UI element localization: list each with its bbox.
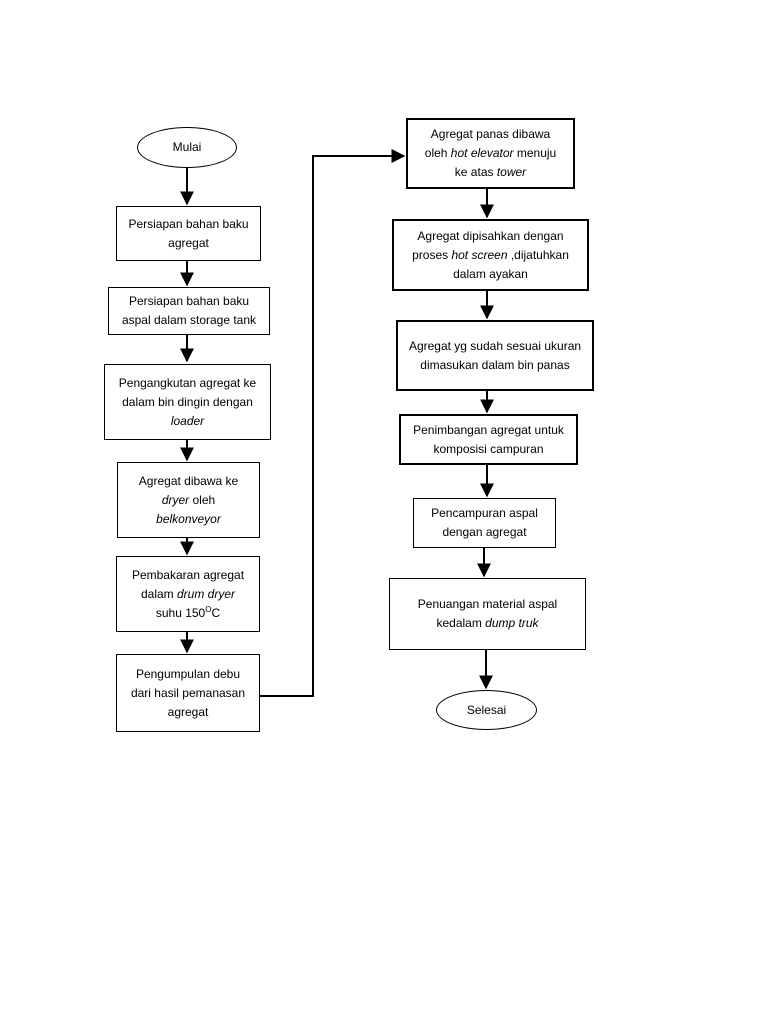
step-text: komposisi campuran [433, 441, 544, 456]
step-text: dalam bin dingin dengan [122, 394, 253, 409]
step-bin-panas: Agregat yg sudah sesuai ukuran dimasukan… [396, 320, 594, 391]
step-penimbangan: Penimbangan agregat untuk komposisi camp… [399, 414, 578, 465]
step-pengangkutan: Pengangkutan agregat ke dalam bin dingin… [104, 364, 271, 440]
step-text: aspal dalam storage tank [121, 313, 257, 327]
step-penuangan: Penuangan material aspal kedalam dump tr… [389, 578, 586, 650]
end-label: Selesai [466, 702, 507, 717]
step-text: Pengumpulan debu [135, 666, 241, 681]
step-text: Agregat panas dibawa [430, 127, 551, 141]
step-hot-elevator: Agregat panas dibawa oleh hot elevator m… [406, 118, 575, 189]
step-text: Agregat dipisahkan dengan [417, 228, 564, 243]
step-text: suhu 150 [155, 605, 206, 620]
step-text: oleh [189, 492, 216, 507]
step-text: loader [170, 413, 205, 428]
step-text: Agregat dibawa ke [138, 473, 239, 488]
arrow-pengumpulan-to-hot-elevator [260, 149, 406, 697]
step-dibawa-dryer: Agregat dibawa ke dryer oleh belkonveyor [117, 462, 260, 538]
step-text: belkonveyor [156, 511, 221, 526]
step-text: dump truk [485, 616, 539, 630]
step-text: kedalam [436, 616, 486, 630]
step-text: C [211, 605, 221, 620]
step-text: menuju [513, 146, 557, 160]
step-text: proses [412, 247, 452, 262]
step-text: ke atas [454, 165, 497, 179]
step-text: dryer [161, 492, 190, 507]
step-hot-screen: Agregat dipisahkan dengan proses hot scr… [392, 219, 589, 291]
step-text: Persiapan bahan baku [128, 294, 250, 308]
step-pengumpulan: Pengumpulan debu dari hasil pemanasan ag… [116, 654, 260, 732]
step-pembakaran: Pembakaran agregat dalam drum dryer suhu… [116, 556, 260, 632]
step-text: dari hasil pemanasan [130, 685, 246, 700]
step-text: Agregat yg sudah sesuai ukuran [408, 338, 582, 353]
step-text: dengan agregat [442, 525, 527, 539]
end-node: Selesai [436, 690, 537, 730]
step-text: oleh [424, 146, 451, 160]
start-node: Mulai [137, 127, 237, 168]
step-text: Penuangan material aspal [417, 597, 558, 611]
step-text: dalam ayakan [453, 266, 528, 281]
step-text: Pengangkutan agregat ke [118, 375, 257, 390]
step-persiapan-agregat: Persiapan bahan baku agregat [116, 206, 261, 261]
step-text: Pembakaran agregat [131, 567, 245, 582]
step-text: Persiapan bahan baku [128, 216, 249, 231]
step-text: tower [496, 165, 527, 179]
step-text: Penimbangan agregat untuk [413, 422, 564, 437]
step-text: dalam [140, 586, 177, 601]
step-text: agregat [168, 235, 209, 250]
step-text: dimasukan dalam bin panas [420, 357, 570, 372]
step-text: drum dryer [177, 586, 236, 601]
step-text: agregat [167, 704, 209, 719]
start-label: Mulai [172, 140, 202, 154]
degree-sign: O [205, 604, 212, 614]
step-text: hot elevator [450, 146, 514, 160]
step-text: hot screen [451, 247, 508, 262]
step-pencampuran: Pencampuran aspal dengan agregat [413, 498, 556, 548]
step-text: ,dijatuhkan [507, 247, 569, 262]
step-persiapan-aspal: Persiapan bahan baku aspal dalam storage… [108, 287, 270, 335]
step-text: Pencampuran aspal [431, 506, 538, 520]
